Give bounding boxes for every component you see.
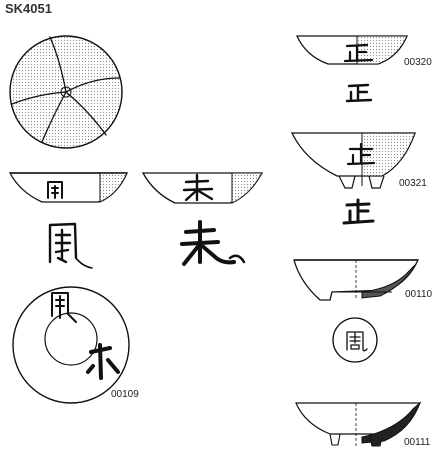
sheet-id: SK4051	[5, 1, 52, 16]
label-00110: 00110	[405, 289, 433, 300]
bowl-middle-profile	[141, 172, 264, 204]
bowl-00320-profile	[295, 35, 408, 65]
label-00111: 00111	[404, 437, 431, 448]
bowl-00111-profile	[295, 401, 422, 447]
label-00109: 00109	[111, 389, 139, 400]
inscription-mi-large	[180, 220, 246, 266]
inscription-00109-large	[48, 222, 93, 269]
bowl-00109-profile	[8, 172, 128, 203]
base-plan-00109	[12, 286, 130, 404]
inscription-00321	[342, 198, 375, 225]
label-00321: 00321	[399, 178, 427, 189]
inscription-00320	[345, 83, 373, 103]
bowl-00110-profile	[293, 259, 420, 301]
stamp-00110	[332, 317, 378, 363]
bowl-00321-profile	[290, 132, 416, 189]
label-00320: 00320	[404, 57, 432, 68]
dish-plan-view	[9, 35, 123, 149]
